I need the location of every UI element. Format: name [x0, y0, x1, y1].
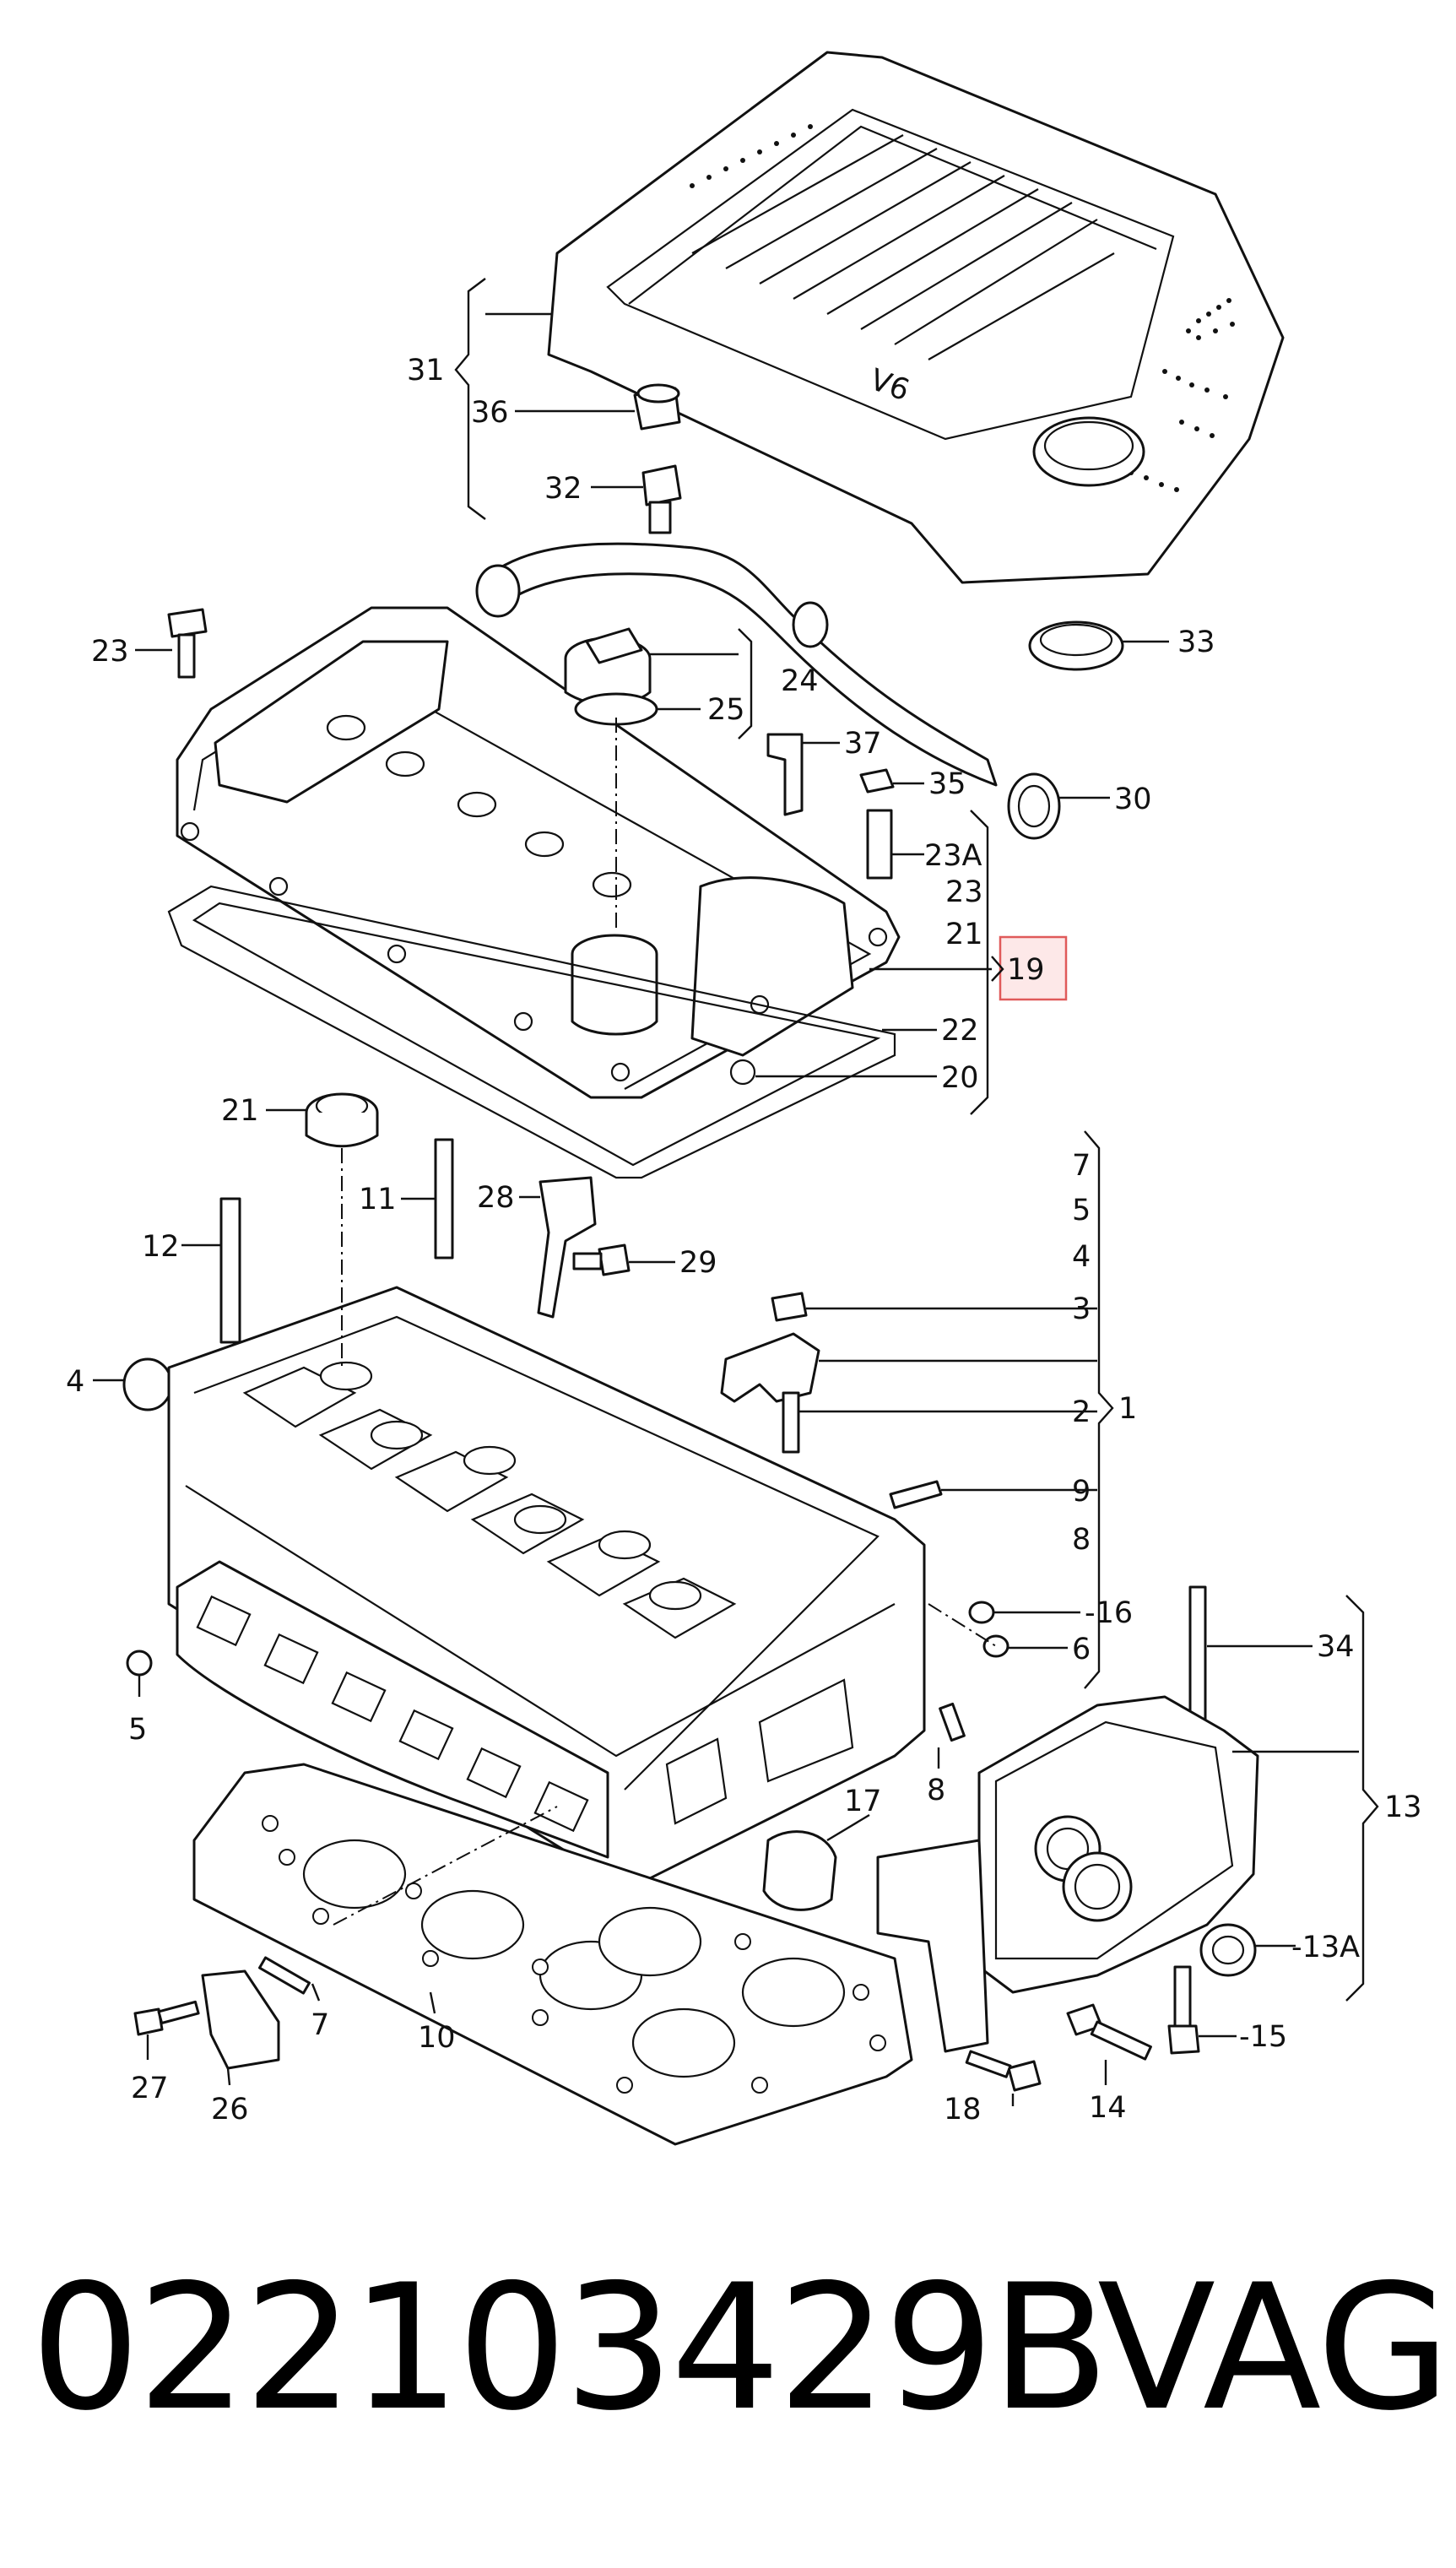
plug-6	[982, 1634, 1009, 1658]
bolt-29	[572, 1243, 631, 1276]
callout-21-group: 21	[945, 918, 983, 951]
plug-4	[122, 1357, 173, 1411]
brand-name: VAG	[1097, 2248, 1451, 2449]
callout-4-left: 4	[66, 1365, 84, 1399]
callout-26: 26	[211, 2093, 249, 2126]
callout-23-top: 23	[91, 635, 129, 669]
callout-16: -16	[1085, 1596, 1133, 1630]
head-gasket-10	[192, 1763, 913, 2146]
stud-2	[782, 1391, 800, 1454]
callout-1: 1	[1118, 1392, 1137, 1426]
callout-23A: 23A	[924, 839, 982, 873]
callout-14: 14	[1089, 2091, 1127, 2125]
highlight-19: 19	[991, 935, 1068, 1001]
callout-13: 13	[1384, 1791, 1422, 1824]
stud-9	[889, 1480, 943, 1509]
stud-32	[641, 464, 682, 534]
callout-17: 17	[844, 1785, 882, 1818]
breather-hose	[475, 542, 1061, 840]
callout-2: 2	[1072, 1395, 1091, 1429]
bracket-19	[970, 810, 989, 1115]
callout-7-low: 7	[311, 2008, 329, 2042]
callout-20: 20	[941, 1061, 979, 1095]
part-number: 022103429B	[30, 2248, 1109, 2449]
callout-27: 27	[131, 2072, 169, 2105]
seal-22	[729, 1059, 756, 1086]
callout-35: 35	[928, 767, 966, 801]
vent-dots	[690, 124, 1235, 492]
bearing-cap	[720, 1332, 820, 1403]
callout-23-group: 23	[945, 875, 983, 909]
bolt-15	[1167, 1965, 1200, 2055]
callout-37: 37	[844, 727, 882, 761]
cylinder-head	[167, 1286, 926, 1884]
callout-10: 10	[418, 2021, 456, 2055]
bracket-1	[1084, 1130, 1114, 1689]
nut-35	[859, 768, 895, 794]
gasket-20	[167, 885, 896, 1179]
callout-22: 22	[941, 1014, 979, 1048]
callout-33: 33	[1177, 626, 1215, 659]
callout-21-left: 21	[221, 1094, 259, 1128]
timing-housing-13	[876, 1695, 1259, 2053]
dowel-8	[939, 1702, 966, 1742]
callout-34: 34	[1317, 1630, 1355, 1664]
callout-8-low: 8	[927, 1774, 945, 1807]
callout-8-right: 8	[1072, 1523, 1091, 1557]
dowel-7	[258, 1956, 311, 1995]
seal-33	[1028, 620, 1124, 671]
bracket-31	[454, 278, 486, 520]
callout-29: 29	[679, 1246, 717, 1280]
bracket-13	[1345, 1595, 1379, 2002]
callout-5-left: 5	[128, 1713, 147, 1747]
bolt-14	[1066, 2003, 1152, 2061]
callout-12: 12	[142, 1230, 180, 1264]
callout-36: 36	[471, 396, 509, 430]
callout-25: 25	[707, 693, 745, 727]
callout-18: 18	[944, 2093, 982, 2126]
callout-7-right: 7	[1072, 1149, 1091, 1183]
grommet-36	[633, 383, 681, 431]
gasket-17	[762, 1830, 837, 1911]
bolt-18	[965, 2050, 1042, 2092]
callout-31: 31	[407, 354, 445, 387]
callout-24: 24	[781, 664, 819, 698]
callout-5-right: 5	[1072, 1194, 1091, 1227]
seal-16	[968, 1601, 995, 1624]
callout-6: 6	[1072, 1633, 1091, 1666]
callout-9: 9	[1072, 1475, 1091, 1509]
bracket-26	[201, 1969, 280, 2070]
callout-15: -15	[1239, 2020, 1287, 2054]
bolt-11	[434, 1138, 454, 1260]
valve-cover	[176, 606, 901, 1099]
bolt-23A	[866, 809, 893, 880]
bracket-37	[766, 733, 804, 816]
nut-3	[771, 1292, 808, 1322]
engine-cover: V6	[547, 51, 1285, 584]
center-lines	[333, 718, 997, 1926]
bracket-28	[537, 1176, 597, 1319]
callout-19: 19	[1007, 953, 1045, 987]
seal-21-left	[305, 1092, 379, 1148]
callout-30: 30	[1114, 783, 1152, 816]
callout-32: 32	[544, 472, 582, 506]
callout-28: 28	[477, 1181, 515, 1215]
callout-3: 3	[1072, 1292, 1091, 1326]
callout-13A: -13A	[1291, 1931, 1360, 1964]
callout-4-right: 4	[1072, 1240, 1091, 1274]
bolt-27	[133, 2000, 200, 2036]
seal-13A	[1199, 1923, 1257, 1977]
bolt-12	[219, 1197, 241, 1344]
plug-5	[126, 1650, 153, 1677]
callout-11: 11	[359, 1183, 397, 1216]
bolt-23-top	[167, 608, 208, 679]
bracket-24	[738, 628, 753, 740]
